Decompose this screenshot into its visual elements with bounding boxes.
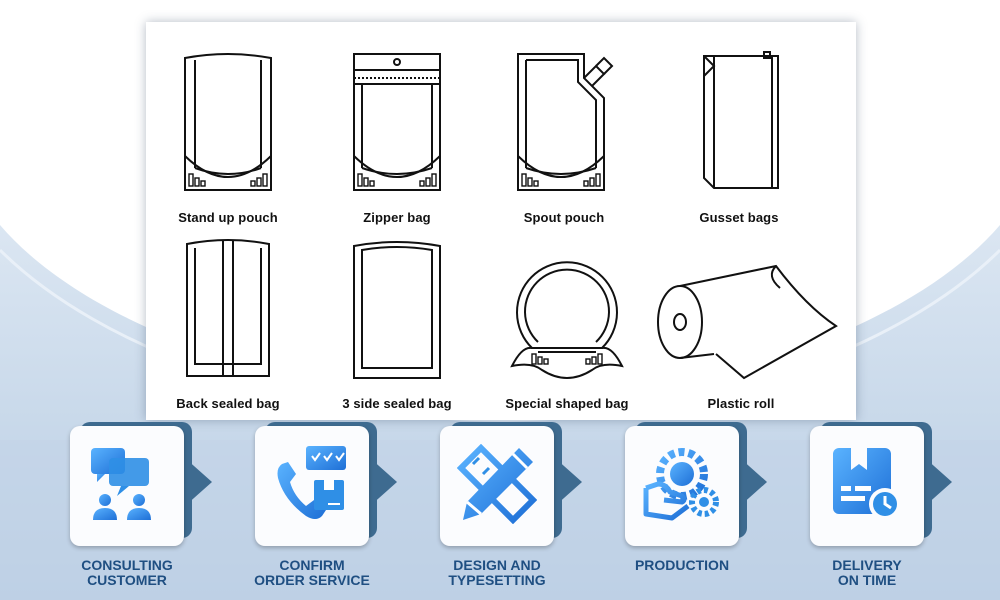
arrow-right-icon — [546, 450, 582, 514]
step-icon-box — [810, 426, 924, 546]
step-caption: DELIVERY ON TIME — [767, 558, 967, 588]
step-caption-line2: ON TIME — [837, 572, 897, 588]
step-caption-line2: CUSTOMER — [87, 572, 167, 588]
product-label: Special shaped bag — [505, 396, 629, 411]
product-spout-pouch[interactable]: Spout pouch — [479, 48, 649, 225]
arrow-right-icon — [731, 450, 767, 514]
product-label: Spout pouch — [523, 210, 605, 225]
stand-up-pouch-icon — [184, 53, 272, 191]
product-label: Zipper bag — [363, 210, 431, 225]
step-caption: DESIGN AND TYPESETTING — [397, 558, 597, 588]
arrow-right-icon — [916, 450, 952, 514]
step-caption-line1: DELIVERY — [832, 557, 902, 573]
product-plastic-roll[interactable]: Plastic roll — [656, 236, 838, 411]
zipper-bag-icon — [353, 53, 441, 191]
step-caption-line1: CONFIRM — [279, 557, 345, 573]
arrow-right-icon — [176, 450, 212, 514]
step-icon-box — [255, 426, 369, 546]
pencil-ruler-icon — [457, 444, 537, 524]
product-3-side-sealed-bag[interactable]: 3 side sealed bag — [312, 236, 482, 411]
box-clock-icon — [833, 448, 901, 520]
product-label: Gusset bags — [699, 210, 779, 225]
step-caption: CONFIRM ORDER SERVICE — [212, 558, 412, 588]
special-shaped-bag-icon — [510, 261, 624, 379]
step-icon-box — [440, 426, 554, 546]
phone-order-icon — [277, 446, 346, 519]
chat-people-icon — [91, 448, 151, 520]
gusset-bag-icon — [703, 51, 779, 189]
arrow-right-icon — [361, 450, 397, 514]
step-caption: CONSULTING CUSTOMER — [27, 558, 227, 588]
plastic-roll-icon — [657, 264, 838, 380]
back-sealed-bag-icon — [186, 239, 270, 377]
product-gusset-bags[interactable]: Gusset bags — [654, 48, 824, 225]
product-special-shaped-bag[interactable]: Special shaped bag — [482, 236, 652, 411]
product-zipper-bag[interactable]: Zipper bag — [312, 48, 482, 225]
step-caption-line1: PRODUCTION — [634, 557, 730, 573]
product-label: 3 side sealed bag — [342, 396, 452, 411]
step-icon-box — [70, 426, 184, 546]
product-label: Stand up pouch — [178, 210, 278, 225]
step-icon-box — [625, 426, 739, 546]
step-caption: PRODUCTION — [582, 558, 782, 573]
product-label: Plastic roll — [707, 396, 775, 411]
three-side-sealed-bag-icon — [353, 241, 441, 379]
spout-pouch-icon — [517, 53, 614, 191]
step-caption-line2: ORDER SERVICE — [254, 572, 370, 588]
product-panel: Stand up pouch Zipper bag — [146, 22, 856, 420]
product-back-sealed-bag[interactable]: Back sealed bag — [143, 236, 313, 411]
step-caption-line1: CONSULTING — [81, 557, 173, 573]
product-stand-up-pouch[interactable]: Stand up pouch — [143, 48, 313, 225]
hand-gear-icon — [643, 448, 719, 521]
product-label: Back sealed bag — [176, 396, 280, 411]
step-caption-line2: TYPESETTING — [448, 572, 546, 588]
step-caption-line1: DESIGN AND — [453, 557, 541, 573]
